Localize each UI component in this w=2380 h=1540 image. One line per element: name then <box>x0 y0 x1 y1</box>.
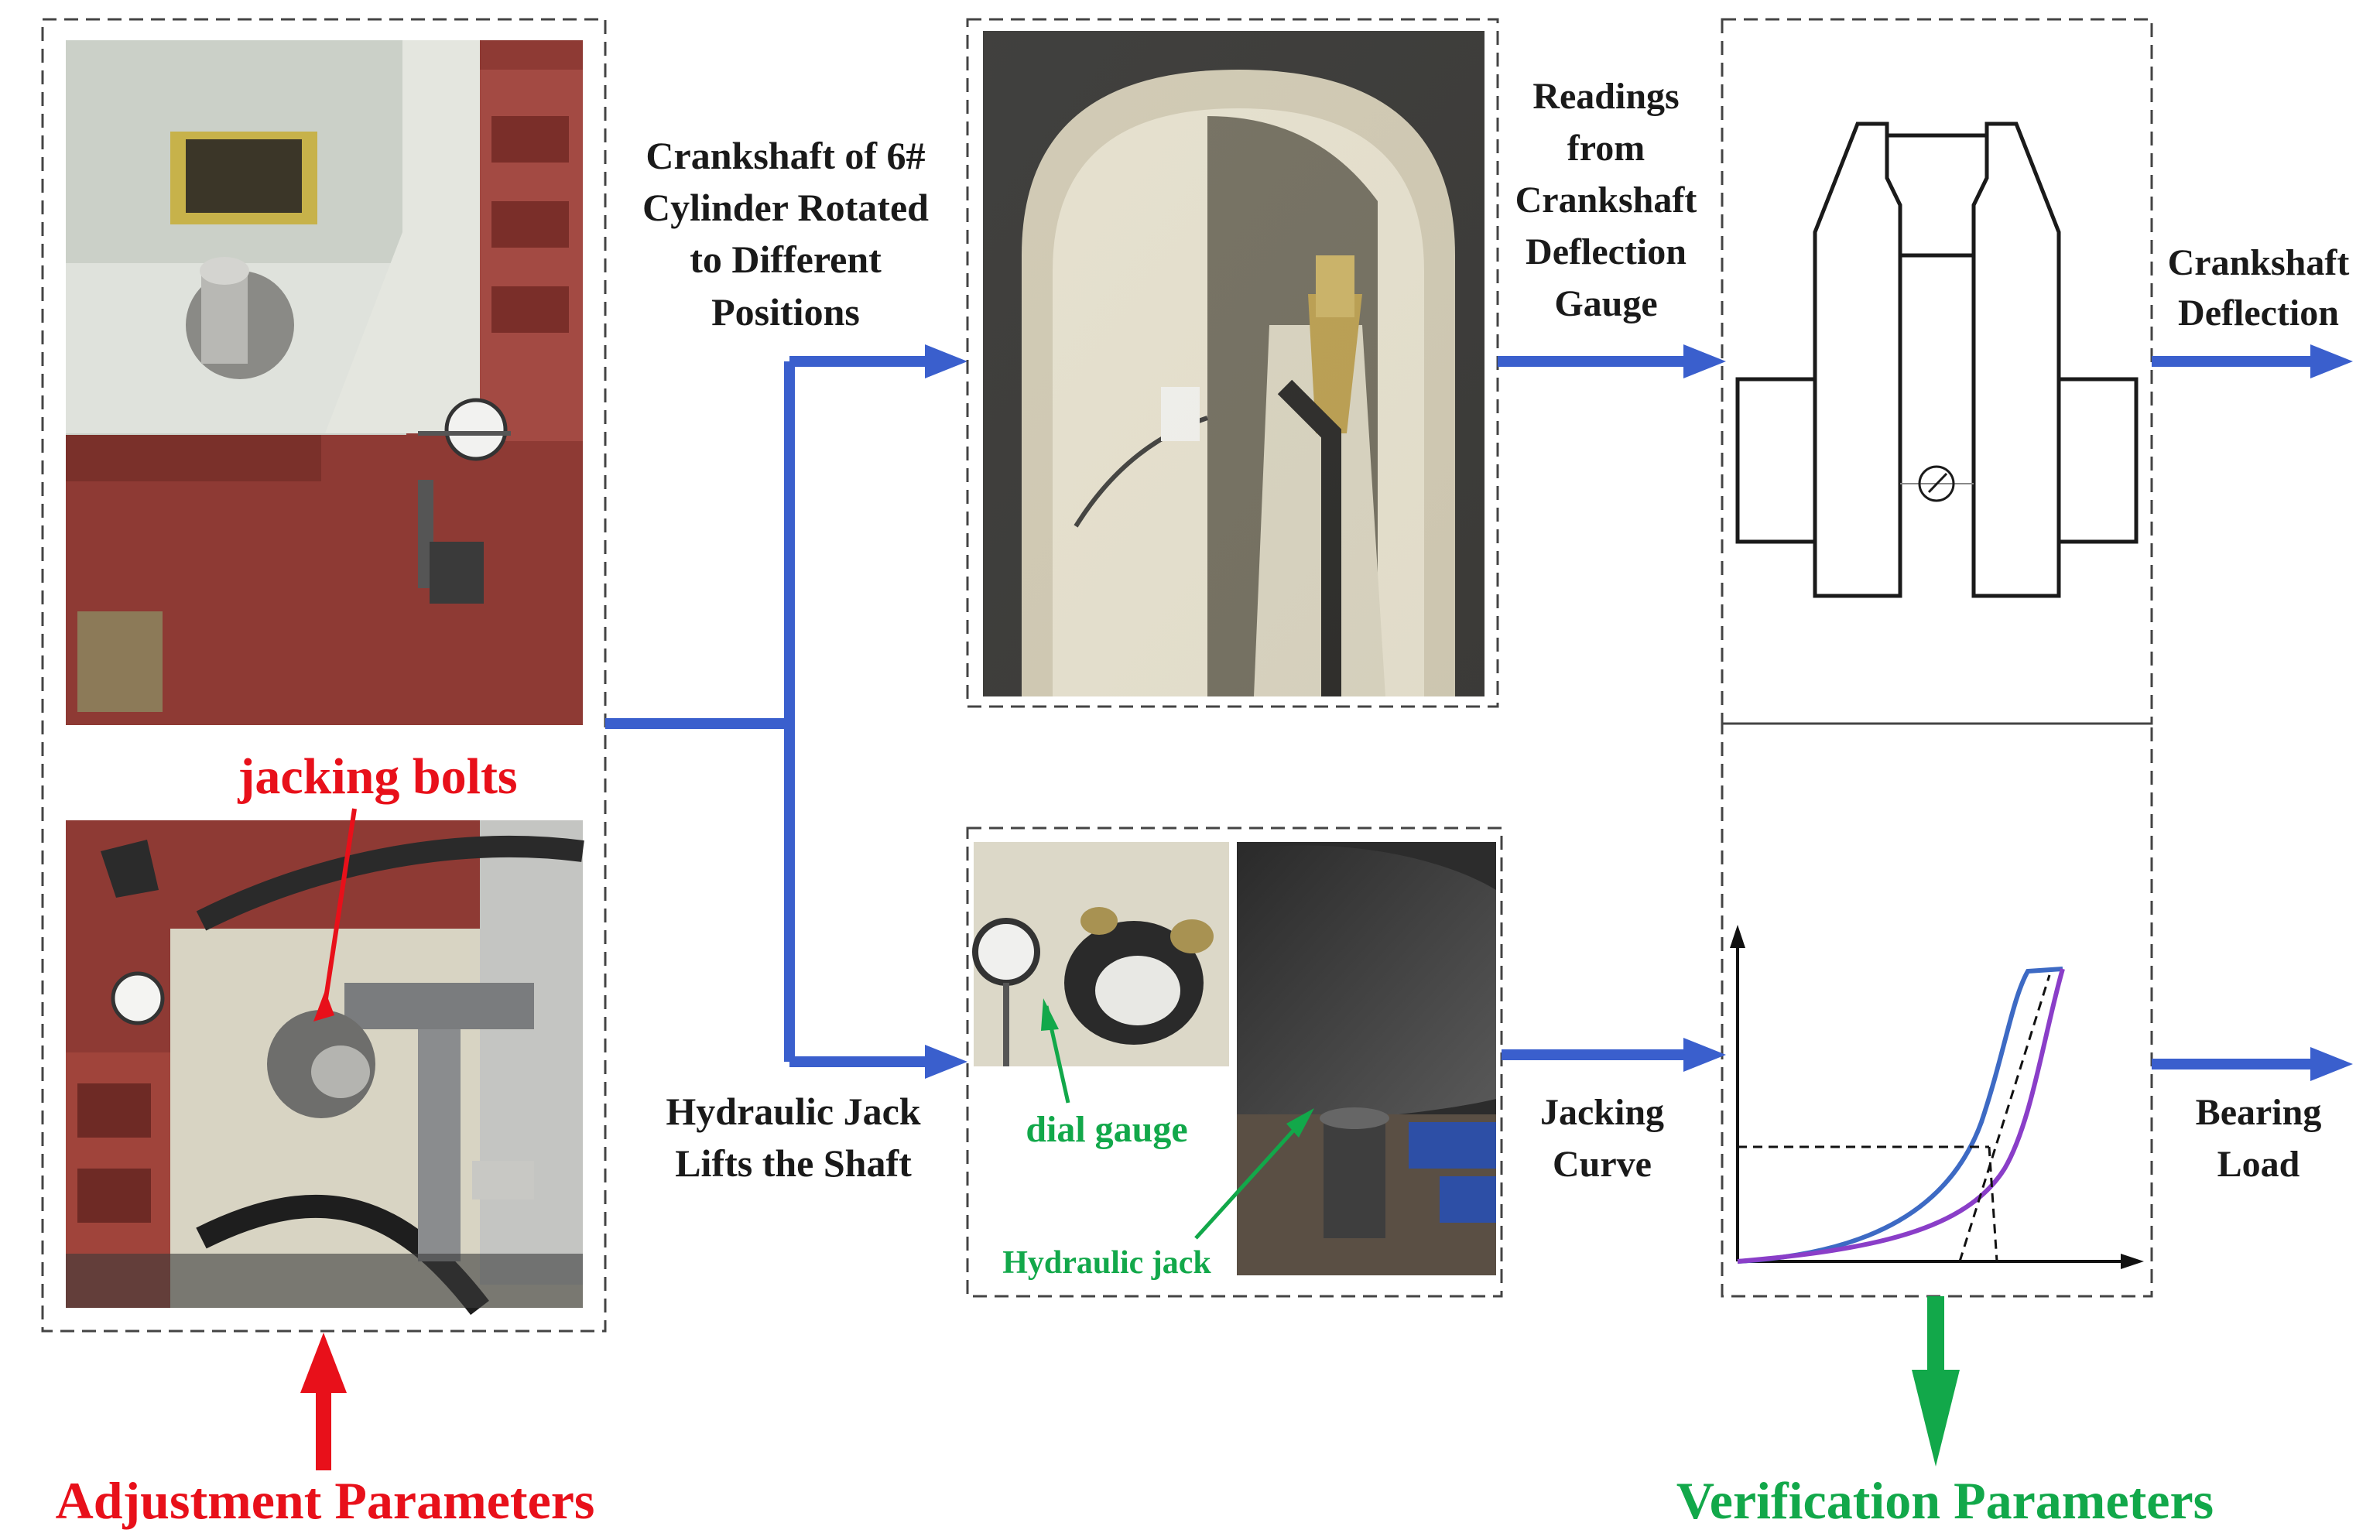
readings-label: Readings from Crankshaft Deflection Gaug… <box>1515 76 1697 324</box>
crankcase-door-photo <box>983 31 1485 696</box>
svg-text:Deflection: Deflection <box>1526 231 1687 272</box>
hydraulic-jack-pointer-head <box>1286 1108 1314 1138</box>
jacking-curve-box <box>1721 722 2153 1298</box>
svg-text:Crankshaft of 6#: Crankshaft of 6# <box>646 134 925 177</box>
adjustment-parameters-title: Adjustment Parameters <box>56 1471 595 1530</box>
jacking-bolts-top-photo <box>66 40 583 725</box>
svg-text:Deflection: Deflection <box>2178 293 2339 334</box>
arrow-crank-deflection-head <box>2310 344 2353 378</box>
dial-gauge-label: dial gauge <box>1026 1109 1187 1150</box>
crank-deflection-label: Crankshaft Deflection <box>2168 242 2350 334</box>
svg-text:Bearing: Bearing <box>2196 1092 2322 1133</box>
svg-text:Cylinder Rotated: Cylinder Rotated <box>642 186 929 229</box>
dial-gauge-photo <box>972 842 1229 1066</box>
jacking-curve-label: Jacking Curve <box>1540 1092 1664 1185</box>
hydraulic-lift-label: Hydraulic Jack Lifts the Shaft <box>666 1090 920 1185</box>
adjustment-up-arrow-shaft <box>316 1393 331 1470</box>
svg-text:Crankshaft: Crankshaft <box>1515 180 1697 221</box>
crank-diagram-box <box>1721 18 2153 725</box>
arrow-bearing-load-head <box>2310 1047 2353 1081</box>
arrow-to-crank-diagram-head <box>1683 344 1726 378</box>
svg-text:Jacking: Jacking <box>1540 1092 1664 1133</box>
verification-down-arrow-head <box>1912 1370 1960 1466</box>
jack-photo-box <box>966 826 1503 1298</box>
svg-text:Hydraulic Jack: Hydraulic Jack <box>666 1090 920 1133</box>
jacking-bolts-label: jacking bolts <box>237 748 517 805</box>
svg-text:Load: Load <box>2217 1144 2300 1185</box>
arrow-to-jacking-curve-head <box>1683 1038 1726 1072</box>
bearing-load-label: Bearing Load <box>2196 1092 2322 1185</box>
hydraulic-jack-pointer <box>1194 1113 1310 1240</box>
verification-parameters-title: Verification Parameters <box>1676 1471 2214 1530</box>
svg-text:Positions: Positions <box>711 290 860 334</box>
jacking-bolts-bottom-photo <box>66 820 584 1316</box>
crankshaft-throw-icon <box>1735 121 2139 598</box>
adjustment-up-arrow-head <box>300 1333 347 1393</box>
verification-down-arrow-shaft <box>1927 1296 1944 1374</box>
jacking-curve-chart <box>1730 925 2144 1269</box>
branch-connector <box>605 356 929 1067</box>
svg-text:to Different: to Different <box>690 238 882 281</box>
svg-text:Crankshaft: Crankshaft <box>2168 242 2350 283</box>
arrow-to-jack-head <box>925 1045 967 1079</box>
svg-text:Lifts the Shaft: Lifts the Shaft <box>675 1141 912 1185</box>
jacking-bolts-pointer <box>321 808 357 1015</box>
svg-text:Gauge: Gauge <box>1554 283 1657 324</box>
hydraulic-jack-label: Hydraulic jack <box>1002 1245 1211 1281</box>
arrow-to-crankcase-head <box>925 344 967 378</box>
svg-text:from: from <box>1567 128 1645 169</box>
jacking-bolts-pointer-head <box>313 991 334 1022</box>
svg-text:Curve: Curve <box>1553 1144 1652 1185</box>
dial-gauge-pointer-head <box>1041 998 1059 1031</box>
adjustment-box <box>41 18 607 1333</box>
svg-text:Readings: Readings <box>1532 76 1679 117</box>
rotate-label: Crankshaft of 6# Cylinder Rotated to Dif… <box>642 134 929 334</box>
hydraulic-jack-photo <box>1237 842 1496 1275</box>
